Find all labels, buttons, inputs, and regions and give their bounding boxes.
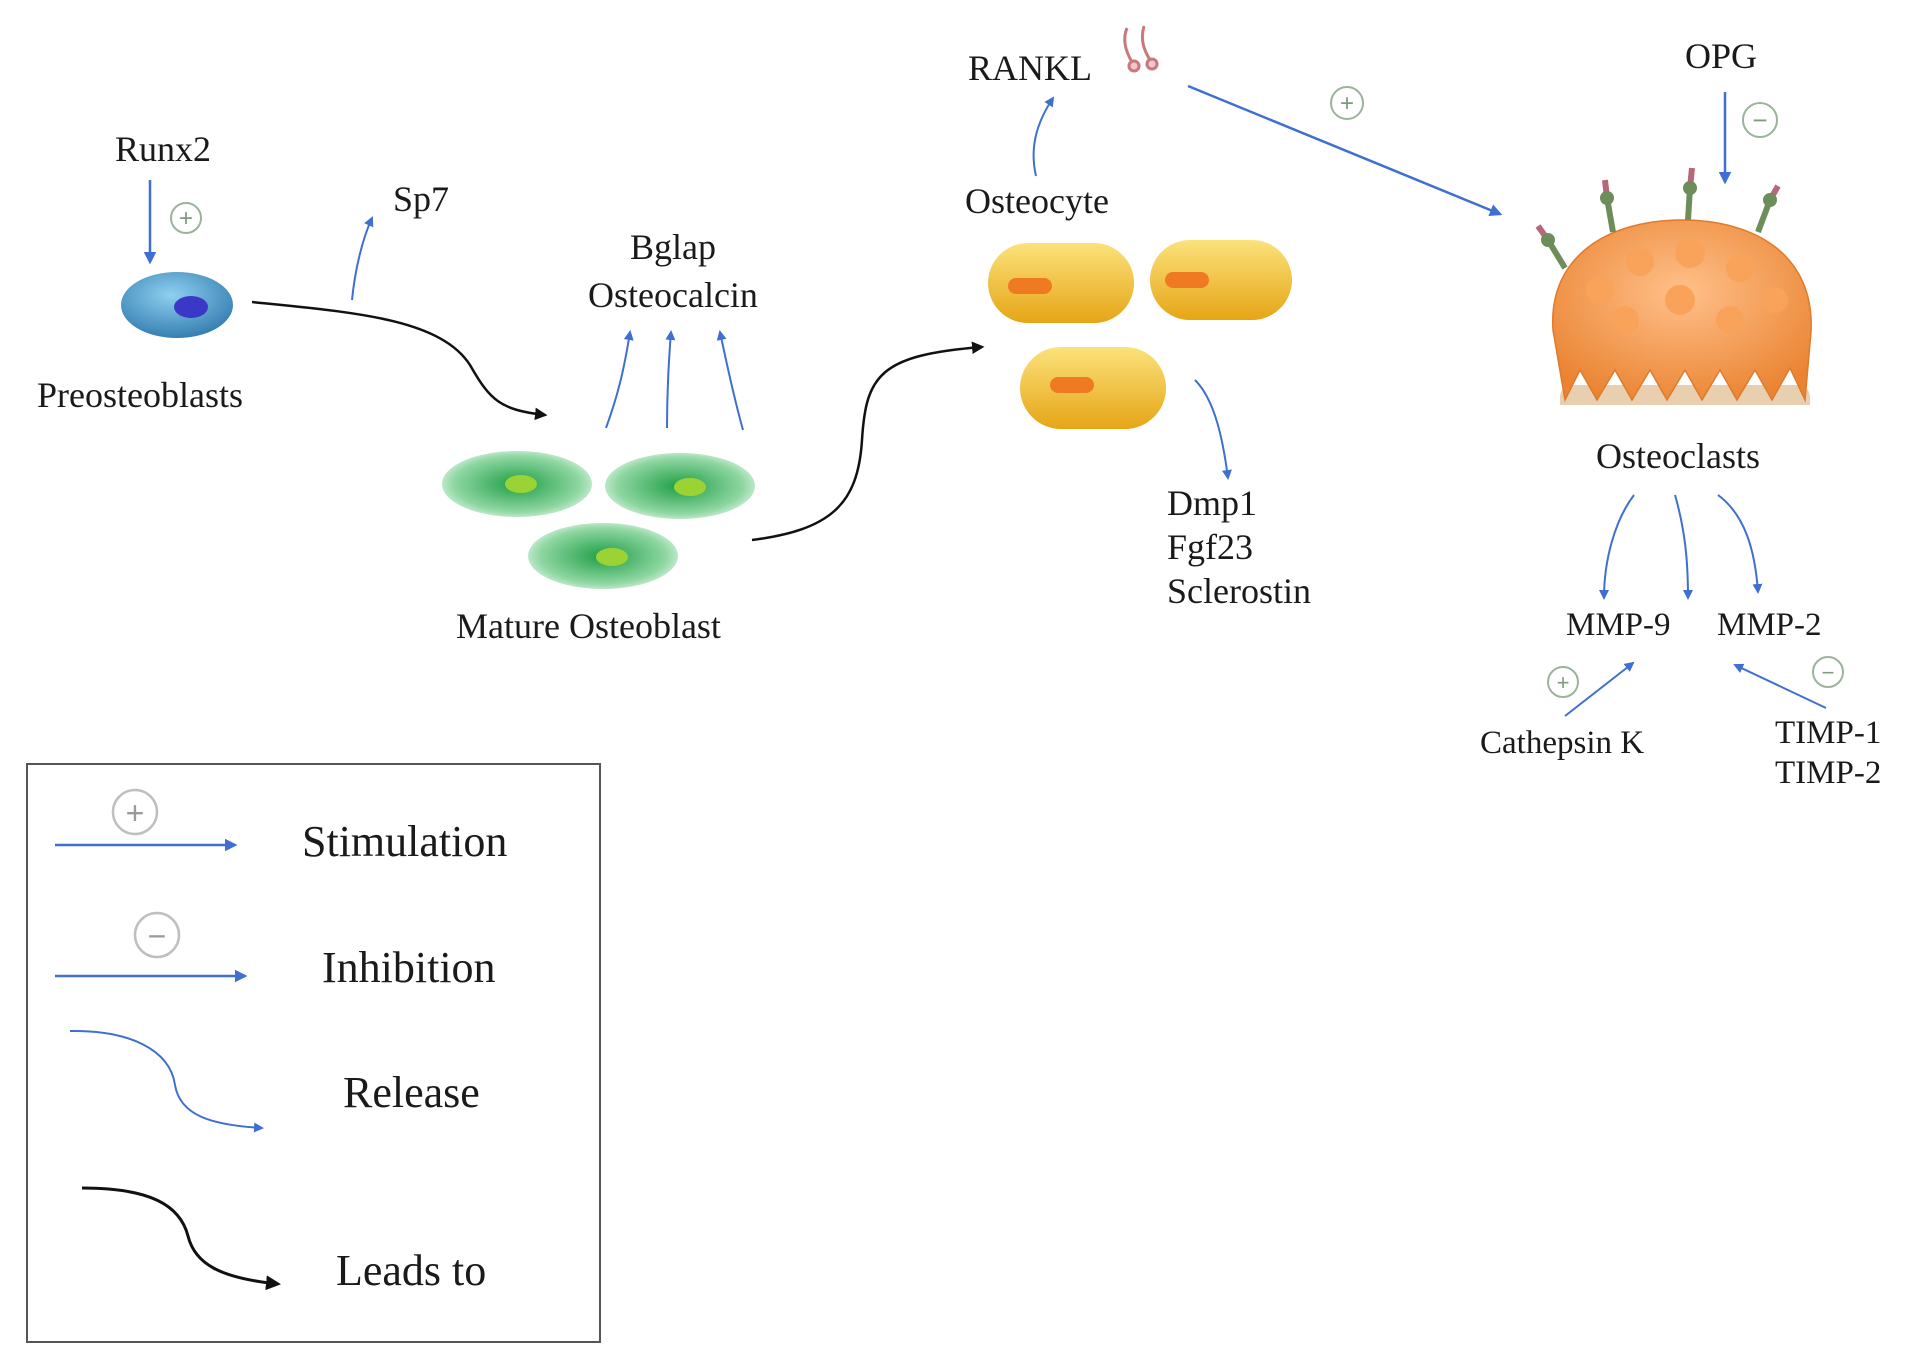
preosteoblasts-label: Preosteoblasts	[37, 375, 243, 415]
osteoclast-to-mmp9-arrow-1	[1599, 494, 1635, 600]
mmp2-label: MMP-2	[1717, 607, 1822, 643]
opg-minus-sign: −	[1742, 102, 1778, 138]
legend-stimulation-symbol: +	[55, 788, 238, 852]
rankl-stimulation-arrow	[1187, 84, 1503, 216]
legend-leads-to-label: Leads to	[336, 1246, 487, 1295]
timp1-label: TIMP-1	[1775, 715, 1882, 751]
cathepsin-plus-sign: +	[1547, 666, 1579, 698]
bglap-label: Bglap	[630, 227, 716, 267]
svg-text:−: −	[1822, 660, 1835, 685]
osteoclast-to-mmp2-arrow	[1717, 494, 1763, 594]
timp-inhibition-arrow	[1733, 663, 1827, 709]
bglap-release-arrow-1	[605, 330, 634, 429]
legend-inhibition-symbol: −	[55, 911, 248, 983]
osteocalcin-label: Osteocalcin	[588, 275, 758, 315]
svg-text:+: +	[126, 795, 145, 831]
svg-text:+: +	[1340, 90, 1354, 117]
sp7-label: Sp7	[393, 179, 450, 219]
runx2-plus-sign: +	[170, 202, 202, 234]
osteocyte-label: Osteocyte	[965, 181, 1109, 221]
osteoclasts-label: Osteoclasts	[1596, 436, 1760, 476]
bglap-release-arrow-3	[716, 330, 744, 431]
osteocyte-release-arrow	[1194, 379, 1232, 480]
timp-label: TIMP-1 TIMP-2	[1775, 713, 1881, 794]
svg-text:+: +	[1557, 670, 1570, 695]
svg-text:−: −	[148, 918, 167, 954]
rankl-label: RANKL	[968, 48, 1092, 88]
mature-osteoblast-label: Mature Osteoblast	[456, 606, 721, 646]
cathepsin-stimulation-arrow	[1564, 661, 1635, 717]
legend-leads-to-symbol	[81, 1186, 281, 1291]
sclerostin-label: Sclerostin	[1167, 570, 1311, 611]
osteocyte-to-rankl-arrow	[1032, 96, 1055, 177]
dmp1-label: Dmp1	[1167, 483, 1257, 523]
legend-box	[26, 763, 601, 1343]
svg-text:+: +	[179, 205, 193, 232]
fgf23-label: Fgf23	[1167, 526, 1254, 567]
rankl-plus-sign: +	[1330, 86, 1364, 120]
preosteoblast-to-osteoblast-arrow	[251, 300, 548, 421]
sp7-release-arrow	[351, 216, 374, 301]
opg-label: OPG	[1685, 36, 1758, 76]
osteocyte-products-label: Dmp1 Fgf23 Sclerostin	[1167, 482, 1311, 614]
preosteoblast-cell	[121, 272, 233, 338]
mature-osteoblast-cells	[442, 451, 755, 589]
cathepsin-k-label: Cathepsin K	[1480, 725, 1645, 761]
osteoblast-to-osteocyte-arrow	[751, 341, 985, 542]
runx2-label: Runx2	[115, 129, 212, 169]
rankl-molecule-icon	[1123, 25, 1159, 73]
legend-release-symbol	[69, 1029, 264, 1133]
osteoclast-cell	[1552, 219, 1812, 405]
timp-minus-sign: −	[1812, 656, 1844, 688]
mmp9-label: MMP-9	[1566, 607, 1671, 643]
legend-inhibition-label: Inhibition	[322, 943, 496, 992]
svg-text:−: −	[1752, 105, 1767, 135]
osteocyte-cells	[988, 240, 1292, 429]
rank-receptor-heads	[1541, 181, 1777, 247]
bglap-release-arrow-2	[665, 330, 676, 429]
timp2-label: TIMP-2	[1775, 755, 1882, 792]
legend-release-label: Release	[343, 1068, 480, 1117]
legend-stimulation-label: Stimulation	[302, 817, 508, 866]
osteoclast-to-mmp9-arrow-2	[1674, 494, 1693, 600]
